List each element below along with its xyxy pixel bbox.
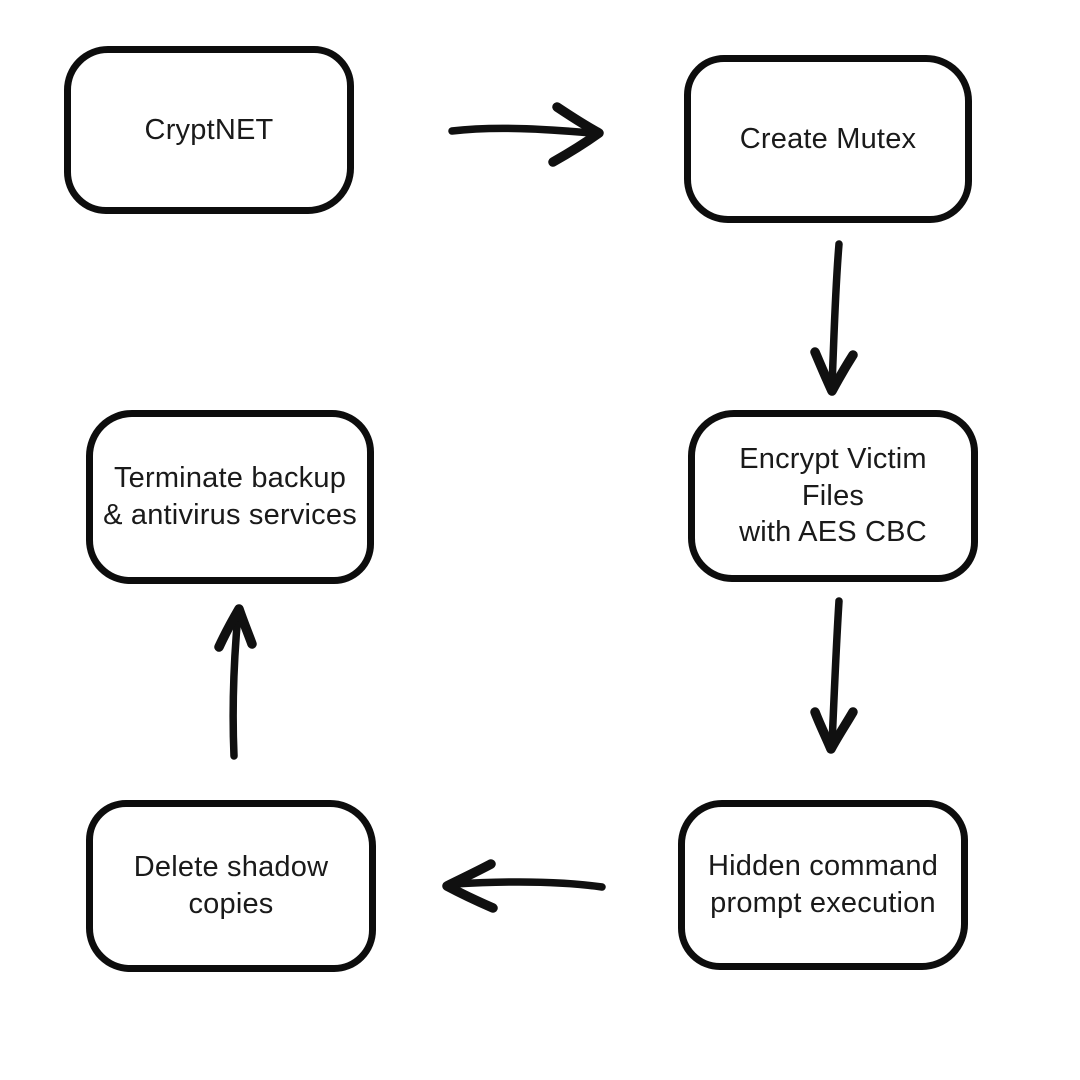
node-label: Terminate backup & antivirus services: [103, 462, 357, 531]
arrow-cryptnet-to-create-mutex: [448, 102, 604, 167]
node-encrypt-files: Encrypt Victim Files with AES CBC: [688, 410, 978, 582]
arrow-hidden-cmd-to-delete-shadow: [442, 859, 606, 913]
node-delete-shadow: Delete shadow copies: [86, 800, 376, 972]
node-label: Encrypt Victim Files with AES CBC: [739, 443, 927, 549]
arrow-encrypt-files-to-hidden-cmd: [810, 597, 858, 754]
node-label: CryptNET: [144, 113, 274, 146]
node-create-mutex: Create Mutex: [684, 55, 972, 223]
node-hidden-cmd: Hidden command prompt execution: [678, 800, 968, 970]
arrow-create-mutex-to-encrypt-files: [810, 240, 858, 396]
node-label: Create Mutex: [739, 122, 917, 155]
node-cryptnet: CryptNET: [64, 46, 354, 214]
node-terminate-backup: Terminate backup & antivirus services: [86, 410, 374, 584]
node-label: Delete shadow copies: [133, 851, 329, 920]
node-label: Hidden command prompt execution: [707, 850, 939, 919]
arrow-delete-shadow-to-terminate-backup: [214, 604, 257, 760]
